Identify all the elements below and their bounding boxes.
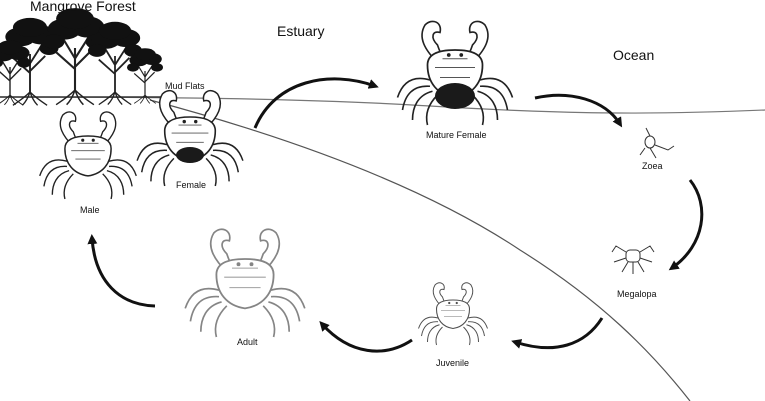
arrow-female-to-mature-female (253, 77, 379, 129)
juvenile-crab-illustration (417, 282, 489, 346)
female-label: Female (176, 180, 207, 190)
megalopa-illustration (611, 245, 655, 274)
egg-mass (176, 147, 204, 163)
arrow-megalopa-to-juvenile (511, 317, 604, 350)
arrow-adult-to-male (87, 234, 156, 308)
juvenile-label: Juvenile (436, 358, 470, 368)
zoea-larva-illustration (639, 127, 675, 159)
ocean-label: Ocean (613, 47, 655, 63)
adult-label: Adult (237, 337, 258, 347)
zoea-label: Zoea (642, 161, 663, 171)
mature-female-label: Mature Female (426, 130, 487, 140)
mature-female-crab-illustration (396, 20, 514, 126)
adult-crab-illustration (184, 228, 306, 338)
female-crab-illustration (136, 89, 244, 187)
male-label: Male (80, 205, 100, 215)
egg-mass-large (435, 83, 475, 109)
mud-flats-label: Mud Flats (165, 81, 205, 91)
megalopa-label: Megalopa (617, 289, 657, 299)
arrow-zoea-to-megalopa (668, 179, 704, 271)
seabed-line (149, 99, 691, 401)
mangrove-forest-label: Mangrove Forest (30, 0, 136, 14)
arrow-juvenile-to-adult (319, 321, 413, 353)
estuary-label: Estuary (277, 23, 325, 39)
arrow-mature-female-to-zoea (534, 93, 623, 128)
male-crab-illustration (38, 111, 138, 200)
mangrove-trees-illustration (0, 7, 164, 107)
water-surface-line (0, 96, 765, 114)
